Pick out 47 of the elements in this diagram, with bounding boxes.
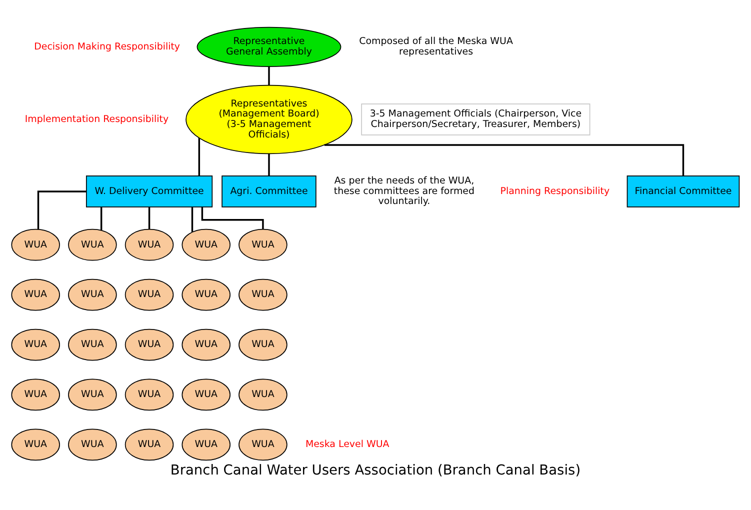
node-ellipse: WUA xyxy=(238,278,288,311)
label: Planning Responsibility xyxy=(500,186,610,197)
node-ellipse: WUA xyxy=(11,278,60,311)
connector xyxy=(191,207,194,232)
node-ellipse: WUA xyxy=(68,328,117,361)
node-ellipse: WUA xyxy=(238,378,288,411)
label: Composed of all the Meska WUA representatives xyxy=(359,36,513,58)
label: Meska Level WUA xyxy=(305,439,390,450)
connector xyxy=(201,207,264,230)
node-ellipse: WUA xyxy=(124,378,174,411)
node-ellipse: WUA xyxy=(68,228,117,261)
node-ellipse: WUA xyxy=(11,428,60,461)
node-ellipse: WUA xyxy=(182,328,231,361)
connector xyxy=(324,144,684,176)
node-ellipse: WUA xyxy=(124,228,174,261)
node-box: W. Delivery Committee xyxy=(86,176,213,208)
node-ellipse: WUA xyxy=(182,428,231,461)
connector xyxy=(198,138,200,176)
node-ellipse: WUA xyxy=(11,378,60,411)
node-box: Agri. Committee xyxy=(222,176,316,208)
label: Decision Making Responsibility xyxy=(34,41,180,52)
node-box: Financial Committee xyxy=(626,176,740,208)
node-ellipse: WUA xyxy=(68,378,117,411)
node-ellipse: WUA xyxy=(124,328,174,361)
node-ellipse: WUA xyxy=(124,278,174,311)
node-ellipse: WUA xyxy=(182,278,231,311)
connector xyxy=(100,207,102,230)
node-ellipse: Representatives (Management Board) (3-5 Management Officials) xyxy=(186,84,352,154)
label: As per the needs of the WUA, these committees are formed voluntarily. xyxy=(334,176,475,208)
node-box: 3-5 Management Officials (Chairperson, Vice Chairperson/Secretary, Treasurer, Members) xyxy=(361,104,590,136)
node-ellipse: WUA xyxy=(238,428,288,461)
connector xyxy=(268,66,270,86)
node-ellipse: WUA xyxy=(68,428,117,461)
label: Implementation Responsibility xyxy=(24,114,169,125)
node-ellipse: WUA xyxy=(238,328,288,361)
connector xyxy=(37,190,86,230)
node-ellipse: WUA xyxy=(11,328,60,361)
node-ellipse: Representative General Assembly xyxy=(196,26,342,67)
connector xyxy=(268,154,270,176)
node-ellipse: WUA xyxy=(182,228,231,261)
connector xyxy=(148,207,150,230)
node-ellipse: WUA xyxy=(68,278,117,311)
node-ellipse: WUA xyxy=(238,228,288,261)
node-ellipse: WUA xyxy=(182,378,231,411)
node-ellipse: WUA xyxy=(124,428,174,461)
caption: Branch Canal Water Users Association (Branch Canal Basis) xyxy=(170,462,581,479)
node-ellipse: WUA xyxy=(11,228,60,261)
